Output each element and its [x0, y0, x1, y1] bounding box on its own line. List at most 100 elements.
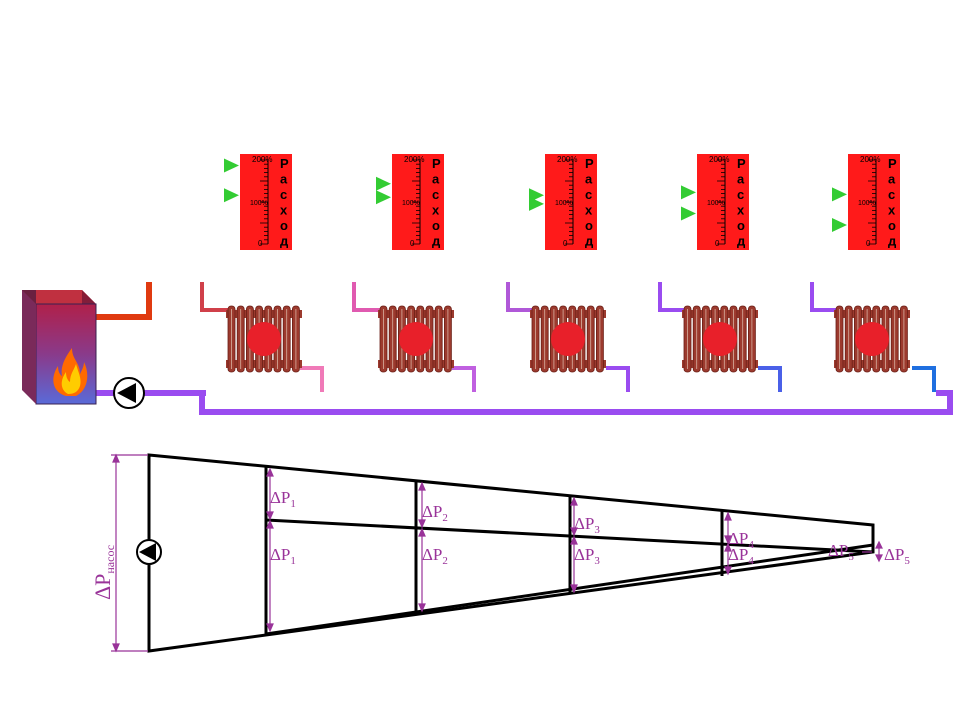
radiator-4 — [682, 305, 758, 373]
gauge-top-label: 200% — [557, 155, 577, 164]
radiator-top-manifold — [834, 310, 910, 318]
gauge-top-label: 200% — [404, 155, 424, 164]
gauge-mid-label: 100% — [250, 200, 268, 207]
gauge-word-letter: д — [280, 234, 289, 249]
pressure-label: ΔP3 — [574, 514, 600, 536]
reverse-return-loop — [199, 390, 953, 415]
gauge-word-letter: д — [432, 234, 441, 249]
gauge-word-letter: о — [585, 218, 593, 233]
radiator-bottom-manifold — [378, 360, 454, 368]
pressure-label: ΔP2 — [422, 545, 448, 567]
supply-branch-5 — [810, 282, 838, 312]
pressure-label: ΔP5 — [884, 545, 910, 567]
gauge-top-label: 200% — [860, 155, 880, 164]
radiator-heat-indicator — [855, 322, 889, 356]
gauge-word-letter: о — [737, 218, 745, 233]
flow-marker — [376, 176, 391, 191]
radiator-5 — [834, 305, 910, 373]
gauge-word-letter: с — [737, 187, 744, 202]
gauge-mid-label: 100% — [555, 200, 573, 207]
flame-icon — [53, 348, 88, 396]
gauge-bottom-label: 0 — [410, 239, 415, 248]
return-branch-5 — [912, 366, 936, 392]
return-branch-4 — [758, 366, 782, 392]
dimension-arrows — [111, 453, 883, 653]
gauge-bottom-label: 0 — [258, 239, 263, 248]
gauge-word-letter: Р — [888, 156, 897, 171]
radiator-3 — [530, 305, 606, 373]
flow-marker — [681, 206, 696, 221]
radiator-heat-indicator — [399, 322, 433, 356]
gauge-word-letter: Р — [280, 156, 289, 171]
pump-icon — [113, 377, 145, 409]
piping — [96, 279, 953, 415]
gauge-word-letter: Р — [432, 156, 441, 171]
gauge-mid-label: 100% — [707, 200, 725, 207]
flow-marker — [224, 188, 239, 203]
gauge-bottom-label: 0 — [563, 239, 568, 248]
pressure-label: ΔP5 — [828, 541, 854, 563]
gauge-word-letter: а — [432, 172, 440, 187]
gauge-word-letter: а — [888, 172, 896, 187]
gauge-top-label: 200% — [252, 155, 272, 164]
gauge-word-letter: с — [432, 187, 439, 202]
flow-marker — [529, 196, 544, 211]
gauge-word-letter: х — [585, 203, 593, 218]
supply-branch-3 — [506, 282, 532, 312]
pump-symbol — [136, 539, 162, 565]
gauge-word-letter: Р — [585, 156, 594, 171]
pressure-label: ΔP1 — [270, 545, 296, 567]
gauge-word-letter: с — [888, 187, 895, 202]
gauge-word-letter: с — [280, 187, 287, 202]
gauge-word-letter: о — [432, 218, 440, 233]
gauge-word-letter: д — [585, 234, 594, 249]
gauge-word-letter: х — [432, 203, 440, 218]
return-branch-2 — [452, 366, 476, 392]
gauge-word-letter: а — [737, 172, 745, 187]
return-branch-1 — [300, 366, 324, 392]
flow-marker — [224, 158, 239, 173]
pressure-label: ΔP4 — [728, 529, 754, 551]
pressure-label: ΔP1 — [270, 488, 296, 510]
radiator-heat-indicator — [247, 322, 281, 356]
pressure-polygon — [147, 453, 875, 653]
radiator-top-manifold — [682, 310, 758, 318]
gauge-word-letter: а — [585, 172, 593, 187]
pump-pressure-label: ΔPнасос — [90, 545, 117, 600]
gauge-word-letter: Р — [737, 156, 746, 171]
radiator-bottom-manifold — [226, 360, 302, 368]
gauge-word-letter: с — [585, 187, 592, 202]
gauge-word-letter: а — [280, 172, 288, 187]
gauge-word-letter: х — [888, 203, 896, 218]
flow-marker — [681, 185, 696, 200]
radiator-heat-indicator — [703, 322, 737, 356]
boiler-supply-pipe — [96, 282, 152, 320]
radiator-heat-indicator — [551, 322, 585, 356]
gauge-top-label: 200% — [709, 155, 729, 164]
flow-marker — [376, 190, 391, 205]
radiator-top-manifold — [226, 310, 302, 318]
radiator-1 — [226, 305, 302, 373]
gauge-bottom-label: 0 — [866, 239, 871, 248]
boiler — [22, 290, 97, 405]
gauge-word-letter: о — [888, 218, 896, 233]
return-branch-3 — [606, 366, 630, 392]
supply-branch-2 — [352, 282, 380, 312]
pressure-label: ΔP4 — [728, 545, 754, 567]
gauge-word-letter: о — [280, 218, 288, 233]
gauge-bottom-label: 0 — [715, 239, 720, 248]
pressure-label: ΔP2 — [422, 502, 448, 524]
radiator-bottom-manifold — [834, 360, 910, 368]
radiator-bottom-manifold — [530, 360, 606, 368]
pressure-label: ΔP3 — [574, 545, 600, 567]
supply-branch-1 — [200, 282, 228, 312]
radiator-top-manifold — [530, 310, 606, 318]
radiator-top-manifold — [378, 310, 454, 318]
